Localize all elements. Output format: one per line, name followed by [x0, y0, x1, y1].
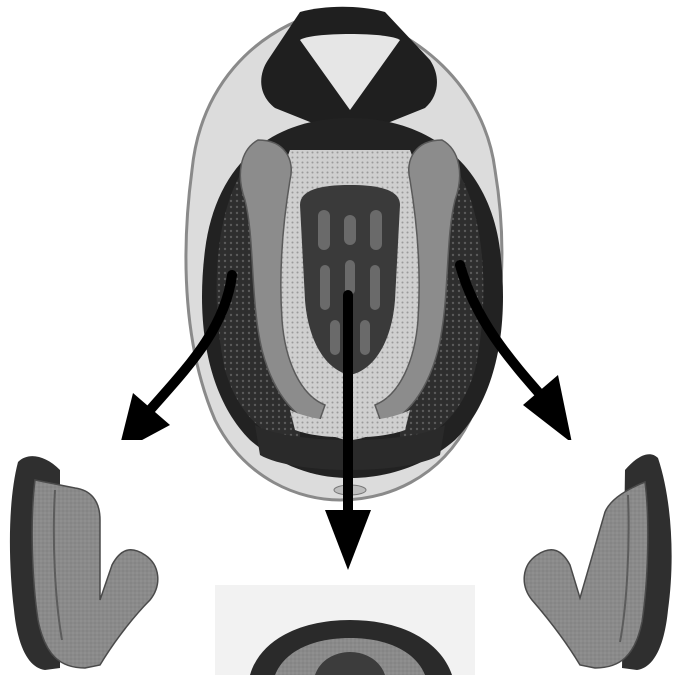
right-cheek-pad	[519, 440, 679, 675]
left-cheek-pad	[0, 440, 160, 675]
crown-liner	[215, 585, 475, 675]
center-arrowhead	[325, 510, 371, 570]
